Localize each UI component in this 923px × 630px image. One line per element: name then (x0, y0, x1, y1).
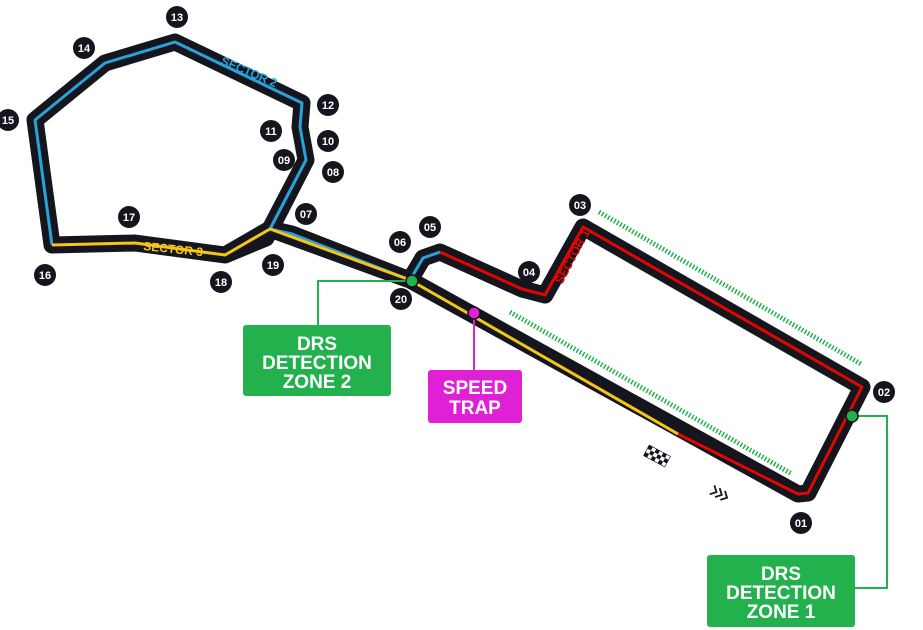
turn-number-label: 06 (394, 237, 406, 249)
turn-number-label: 09 (278, 155, 290, 167)
turn-number-label: 10 (322, 136, 334, 148)
turn-number-label: 19 (267, 260, 279, 272)
turn-number-label: 11 (265, 126, 277, 138)
race-direction-chevrons-icon (709, 485, 729, 501)
turn-badge-03: 03 (569, 194, 591, 216)
turn-badge-11: 11 (260, 120, 282, 142)
speed-trap-point (467, 306, 481, 320)
turn-badge-circle (273, 149, 295, 171)
connector-lines (317, 280, 888, 589)
turn-badge-circle (73, 37, 95, 59)
speed-trap-line2: TRAP (449, 398, 501, 419)
drs-detection-point-1 (845, 409, 859, 423)
turn-badge-08: 08 (322, 161, 344, 183)
drs-detection-zone-2-box: DRS DETECTION ZONE 2 (243, 325, 391, 396)
turn-badge-circle (210, 271, 232, 293)
turn-badge-circle (322, 161, 344, 183)
turn-badge-circle (118, 206, 140, 228)
turn-number-label: 01 (795, 518, 807, 530)
turn-number-label: 15 (2, 115, 14, 127)
turn-badge-16: 16 (34, 264, 56, 286)
turn-badge-06: 06 (389, 231, 411, 253)
turn-badge-18: 18 (210, 271, 232, 293)
turn-number-label: 18 (215, 277, 227, 289)
turn-number-label: 14 (78, 43, 91, 55)
drs-zone-2-connector (317, 280, 412, 325)
drs-zone-2-line1: DRS (297, 334, 337, 355)
drs-zone-1-line1: DRS (761, 564, 801, 585)
turn-number-label: 16 (39, 270, 51, 282)
sector3-label: SECTOR 3 (143, 239, 204, 259)
sector3-line (51, 227, 679, 436)
turn-badge-14: 14 (73, 37, 95, 59)
turn-badge-circle (419, 216, 441, 238)
turn-badge-04: 04 (518, 261, 540, 283)
drs-activation-zones (508, 209, 863, 477)
turn-badge-circle (0, 109, 19, 131)
turn-badge-07: 07 (295, 203, 317, 225)
turn-number-label: 17 (123, 212, 135, 224)
drs-detection-zone-1-box: DRS DETECTION ZONE 1 (707, 555, 855, 627)
turn-badge-circle (262, 254, 284, 276)
turn-badge-13: 13 (166, 6, 188, 28)
turn-number-label: 03 (574, 200, 586, 212)
turn-number-label: 08 (327, 167, 339, 179)
turn-badge-circle (389, 231, 411, 253)
turn-badge-15: 15 (0, 109, 19, 131)
turn-badge-19: 19 (262, 254, 284, 276)
drs-zone-1-line3: ZONE 1 (747, 602, 816, 623)
turn-badge-circle (873, 381, 895, 403)
turn-badge-circle (317, 94, 339, 116)
turn-number-label: 05 (424, 222, 436, 234)
turn-number-label: 02 (878, 387, 890, 399)
drs-zone-back-straight (597, 209, 863, 367)
turn-number-label: 12 (322, 100, 334, 112)
turn-number-label: 20 (395, 294, 407, 306)
turn-badge-circle (790, 512, 812, 534)
drs-zone-2-line3: ZONE 2 (283, 372, 352, 393)
turn-badge-10: 10 (317, 130, 339, 152)
speed-trap-line1: SPEED (443, 378, 507, 399)
turn-badge-12: 12 (317, 94, 339, 116)
drs-zone-1-connector (852, 415, 888, 589)
drs-detection-point-2 (405, 274, 419, 288)
turn-badge-circle (166, 6, 188, 28)
speed-trap-box: SPEED TRAP (428, 370, 522, 423)
turn-badge-circle (295, 203, 317, 225)
turn-number-label: 04 (523, 267, 536, 279)
turn-badge-circle (34, 264, 56, 286)
sector1-line (439, 225, 864, 496)
turn-badge-circle (569, 194, 591, 216)
turn-badge-17: 17 (118, 206, 140, 228)
drs-zone-1-line2: DETECTION (726, 583, 836, 604)
track-outline (26, 33, 871, 503)
turn-number-label: 13 (171, 12, 183, 24)
turn-badges: 01 02 03 04 05 06 07 08 09 10 11 12 13 14 15 16 17 18 19 20 (0, 6, 895, 534)
turn-number-label: 07 (300, 209, 312, 221)
drs-zone-2-line2: DETECTION (262, 353, 372, 374)
turn-badge-circle (317, 130, 339, 152)
turn-badge-circle (518, 261, 540, 283)
turn-badge-02: 02 (873, 381, 895, 403)
turn-badge-circle (260, 120, 282, 142)
turn-badge-01: 01 (790, 512, 812, 534)
checkered-flag-icon (643, 444, 671, 468)
turn-badge-circle (390, 288, 412, 310)
turn-badge-05: 05 (419, 216, 441, 238)
turn-badge-20: 20 (390, 288, 412, 310)
turn-badge-09: 09 (273, 149, 295, 171)
